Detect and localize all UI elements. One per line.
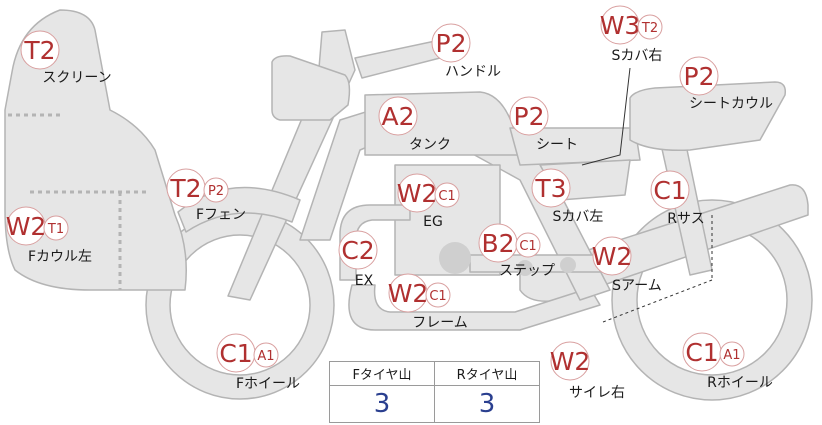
- part-label: Sカバ左: [553, 209, 604, 225]
- sub-grade-badge: [719, 341, 745, 367]
- grade-badge: [20, 30, 60, 70]
- sub-grade-text: P2: [208, 184, 224, 199]
- grade-text: C1: [653, 176, 686, 205]
- part-seat: P2 シート: [509, 96, 578, 153]
- tire-tread-table: Fタイヤ山 Rタイヤ山 3 3: [329, 361, 540, 423]
- leader-lines: [581, 67, 713, 323]
- grade-badge: [338, 230, 378, 270]
- front-tire-header: Fタイヤ山: [329, 361, 435, 386]
- part-label: タンク: [409, 137, 451, 153]
- part-seat-cowl: P2 シートカウル: [679, 56, 773, 112]
- sub-grade-badge: [43, 215, 69, 241]
- grade-text: W2: [6, 212, 47, 241]
- grade-text: W2: [397, 179, 438, 208]
- handlebar-shape: [354, 39, 445, 79]
- part-screen: T2 スクリーン: [20, 30, 112, 86]
- part-label: EX: [355, 273, 374, 289]
- grade-text: A2: [381, 102, 414, 131]
- sub-grade-text: C1: [519, 239, 536, 254]
- grade-text: T2: [169, 174, 201, 203]
- part-label: Sカバ右: [612, 48, 663, 64]
- part-label: シートカウル: [689, 96, 773, 112]
- grade-badge: [509, 96, 549, 136]
- grade-badge: [531, 168, 571, 208]
- part-label: スクリーン: [42, 70, 111, 86]
- grade-text: C2: [341, 236, 374, 265]
- part-label: EG: [423, 214, 443, 230]
- grade-text: P2: [684, 62, 715, 91]
- grade-text: T3: [534, 174, 566, 203]
- grade-badge: [378, 96, 418, 136]
- part-step: B2 C1 ステップ: [478, 223, 555, 279]
- sub-grade-badge: [637, 14, 663, 40]
- part-muffler-r: W2 サイレ右: [550, 341, 625, 401]
- sub-grade-text: C1: [438, 189, 455, 204]
- fairing-top-shape: [271, 55, 351, 121]
- grade-text: C1: [219, 339, 252, 368]
- part-tank: A2 タンク: [378, 96, 451, 153]
- part-label: Fホイール: [236, 376, 300, 392]
- part-label: Rサス: [667, 211, 704, 227]
- grade-text: C1: [685, 338, 718, 367]
- sub-grade-badge: [434, 182, 460, 208]
- sub-grade-text: T1: [47, 222, 64, 237]
- engine-cylinder: [439, 242, 471, 274]
- step-knob: [517, 260, 533, 276]
- grade-badge: [550, 341, 590, 381]
- front-wheel-hub: [169, 234, 311, 376]
- grade-badge: [650, 170, 690, 210]
- rear-tire-value: 3: [478, 389, 496, 419]
- step-knob-right: [560, 257, 576, 273]
- sub-grade-text: A1: [257, 349, 274, 364]
- seat-shape: [509, 127, 641, 166]
- grade-text: B2: [481, 229, 514, 258]
- part-handle: P2 ハンドル: [431, 23, 501, 80]
- sub-grade-badge: [515, 232, 541, 258]
- part-label: Fカウル左: [28, 249, 92, 265]
- sub-grade-badge: [253, 342, 279, 368]
- grade-text: T2: [23, 36, 55, 65]
- grade-text: W2: [550, 347, 591, 376]
- part-label: フレーム: [412, 315, 468, 331]
- part-label: シート: [536, 137, 578, 153]
- seat-cowl-shape: [629, 81, 787, 152]
- part-label: Rホイール: [707, 375, 773, 391]
- part-label: ステップ: [499, 263, 555, 279]
- rear-tire-header: Rタイヤ山: [434, 361, 540, 386]
- part-label: サイレ右: [569, 385, 625, 401]
- frame-lower-shape: [348, 284, 601, 331]
- grade-text: W3: [600, 11, 641, 40]
- grade-text: P2: [514, 102, 545, 131]
- sub-grade-badge: [203, 177, 229, 203]
- part-label: Sアーム: [612, 278, 662, 294]
- grade-text: W2: [592, 242, 633, 271]
- grade-text: P2: [436, 29, 467, 58]
- front-tire-value: 3: [329, 385, 435, 423]
- sub-grade-badge: [425, 282, 451, 308]
- grade-badge: [679, 56, 719, 96]
- grade-badge: [431, 23, 471, 63]
- sub-grade-text: A1: [723, 348, 740, 363]
- grade-text: W2: [388, 279, 429, 308]
- part-label: ハンドル: [445, 64, 501, 80]
- cowl-separators: [8, 113, 150, 290]
- grade-badge: [592, 236, 632, 276]
- part-label: Fフェン: [196, 207, 246, 223]
- sub-grade-text: T2: [641, 21, 658, 36]
- sub-grade-text: C1: [429, 289, 446, 304]
